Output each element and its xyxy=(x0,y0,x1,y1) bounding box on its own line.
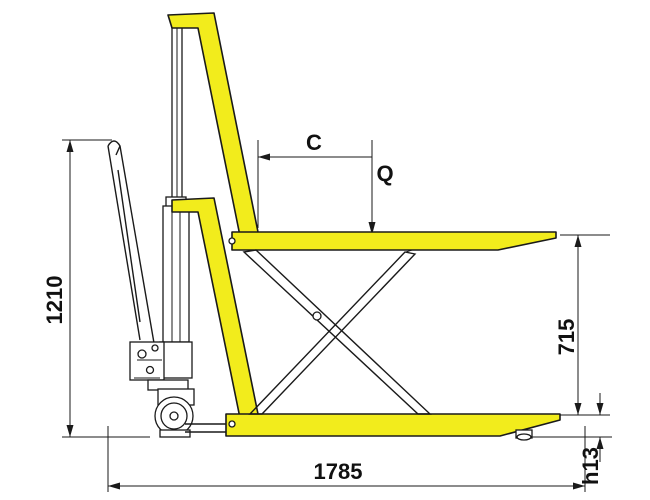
load-center-label: C xyxy=(306,130,322,155)
dimension-total-height: 1210 xyxy=(42,139,150,438)
front-roller xyxy=(515,429,533,441)
load-label: Q xyxy=(376,161,393,186)
dimension-lowered-height: h13 xyxy=(520,393,612,485)
scissor-lift xyxy=(242,249,432,415)
dimension-total-length: 1785 xyxy=(107,426,586,492)
total-height-label: 1210 xyxy=(42,276,67,325)
pump-mechanism xyxy=(129,341,189,391)
total-length-label: 1785 xyxy=(314,459,363,484)
load-center-indicator: C Q xyxy=(257,130,394,235)
raised-frame xyxy=(167,12,557,251)
tiller-handle xyxy=(107,140,155,344)
hydraulic-column xyxy=(159,21,193,379)
lowered-height-label: h13 xyxy=(578,447,603,485)
steering-wheel xyxy=(154,388,195,438)
dimension-lift-height: 715 xyxy=(554,234,610,416)
lowered-frame xyxy=(171,197,561,437)
lift-height-label: 715 xyxy=(554,319,579,356)
